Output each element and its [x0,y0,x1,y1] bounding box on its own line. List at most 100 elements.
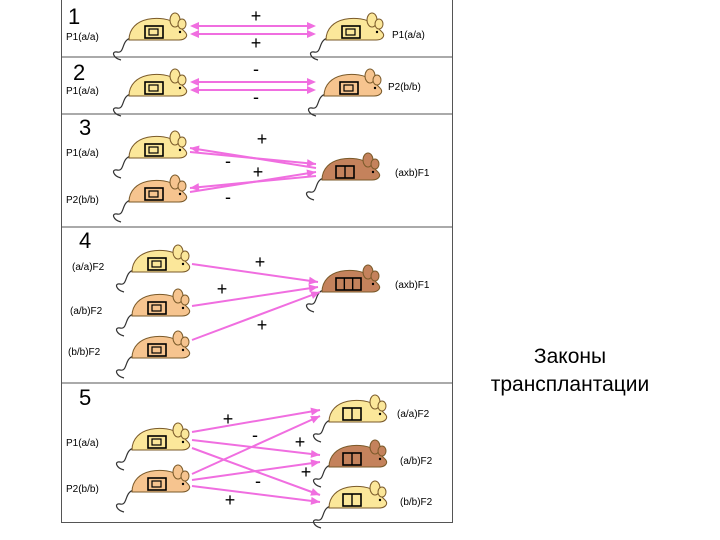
caption-line-1: Законы [533,345,607,368]
mouse-ear [177,74,187,86]
sign-panel4-2: + [217,279,228,299]
graft-patch [147,477,167,491]
mouse-tail [312,464,332,488]
sign-panel3-4: - [225,187,231,207]
mouse-tail [307,93,327,117]
label-panel3-p2: P2(b/b) [66,195,99,206]
mouse-panel2-right [307,68,383,117]
section-number-5: 5 [79,385,91,410]
mouse-ear [180,428,190,440]
graft-patch-inner [148,190,159,198]
mouse-eye [378,412,382,416]
arrow-panel1-bottom [190,30,316,38]
label-panel4-f1: (axb)F1 [395,280,430,291]
mouse-tail [305,289,325,313]
label-panel2-right: P2(b/b) [388,82,421,93]
arrow-panel2-top [190,78,316,86]
arrow-panel5-p1-to-ab [191,439,321,458]
mouse-ear [370,270,380,282]
graft-patch [147,343,167,357]
graft-patch [335,277,362,291]
arrow-panel4-bb-to-f1 [191,291,321,341]
sign-panel4-1: + [255,252,266,272]
sign-panel5-5: + [301,462,312,482]
caption: Законы трансплантации [470,343,670,399]
graft-patch-inner [148,84,159,92]
sign-panel3-3: + [253,162,264,182]
mouse-panel1-left [112,12,188,61]
sign-panel2-2: - [253,87,259,107]
graft-patch-inner [151,480,162,488]
mouse-eye [371,282,375,286]
arrow-panel5-p1-to-aa [191,407,321,433]
mouse-tail [305,177,325,201]
section-number-2: 2 [73,60,85,85]
sign-panel5-3: + [295,432,306,452]
mouse-panel4-aa [115,244,191,293]
mouse-panel3-p1 [112,130,188,179]
mouse-ear [377,400,387,412]
arrow-panel3-p2-to-f1 [189,169,317,193]
mouse-eye [181,262,185,266]
label-panel5-bb: (b/b)F2 [400,497,433,508]
graft-patch-inner [151,438,162,446]
arrow-panel5-p2-to-aa [191,415,321,475]
mouse-panel5-bb [312,480,388,529]
arrow-panel2-bottom [190,86,316,94]
graft-patch [144,143,164,157]
sign-panel5-4: - [255,471,261,491]
label-panel4-bb: (b/b)F2 [68,347,101,358]
label-panel4-aa: (a/a)F2 [72,262,105,273]
label-panel1-left: P1(a/a) [66,32,99,43]
mouse-tail [312,505,332,529]
mouse-eye [371,170,375,174]
sign-panel1-1: + [251,6,262,26]
arrow-panel3-p1-to-f1 [189,151,317,168]
mouse-panel1-right [309,12,385,61]
mouse-ear [177,18,187,30]
sign-panel1-2: + [251,33,262,53]
sign-panel5-6: + [225,490,236,510]
graft-patch [147,257,167,271]
mouse-ear [180,294,190,306]
mouse-tail [112,37,132,61]
mouse-ear [177,136,187,148]
mouse-tail [115,313,135,337]
mouse-ear [374,18,384,30]
section-number-1: 1 [68,4,80,29]
graft-patch-inner [151,346,162,354]
mouse-eye [178,192,182,196]
graft-patch-inner [345,28,356,36]
graft-patch [339,81,359,95]
sign-panel4-3: + [257,315,268,335]
mouse-eye [181,440,185,444]
mouse-panel3-p2 [112,174,188,223]
label-panel3-f1: (axb)F1 [395,168,430,179]
mouse-eye [178,148,182,152]
label-panel5-ab: (a/b)F2 [400,456,433,467]
sign-panel5-2: - [252,425,258,445]
mouse-eye [181,348,185,352]
section-number-4: 4 [79,228,91,253]
sign-panel3-2: - [225,151,231,171]
graft-patch-inner [343,84,354,92]
mouse-tail [115,489,135,513]
mouse-eye [378,457,382,461]
mouse-panel5-p2 [115,464,191,513]
sign-panel5-1: + [223,409,234,429]
arrow-panel5-p2-to-ab [191,459,321,481]
graft-patch [144,25,164,39]
mouse-panel4-bb [115,330,191,379]
mouse-panel2-left [112,68,188,117]
sign-panel3-1: + [257,129,268,149]
label-panel2-left: P1(a/a) [66,86,99,97]
mouse-ear [180,470,190,482]
mouse-panel3-f1 [305,152,381,201]
mouse-tail [112,199,132,223]
graft-patch [147,301,167,315]
mouse-tail [115,269,135,293]
mouse-tail [112,93,132,117]
mouse-eye [181,306,185,310]
mouse-tail [312,419,332,443]
mouse-eye [178,30,182,34]
